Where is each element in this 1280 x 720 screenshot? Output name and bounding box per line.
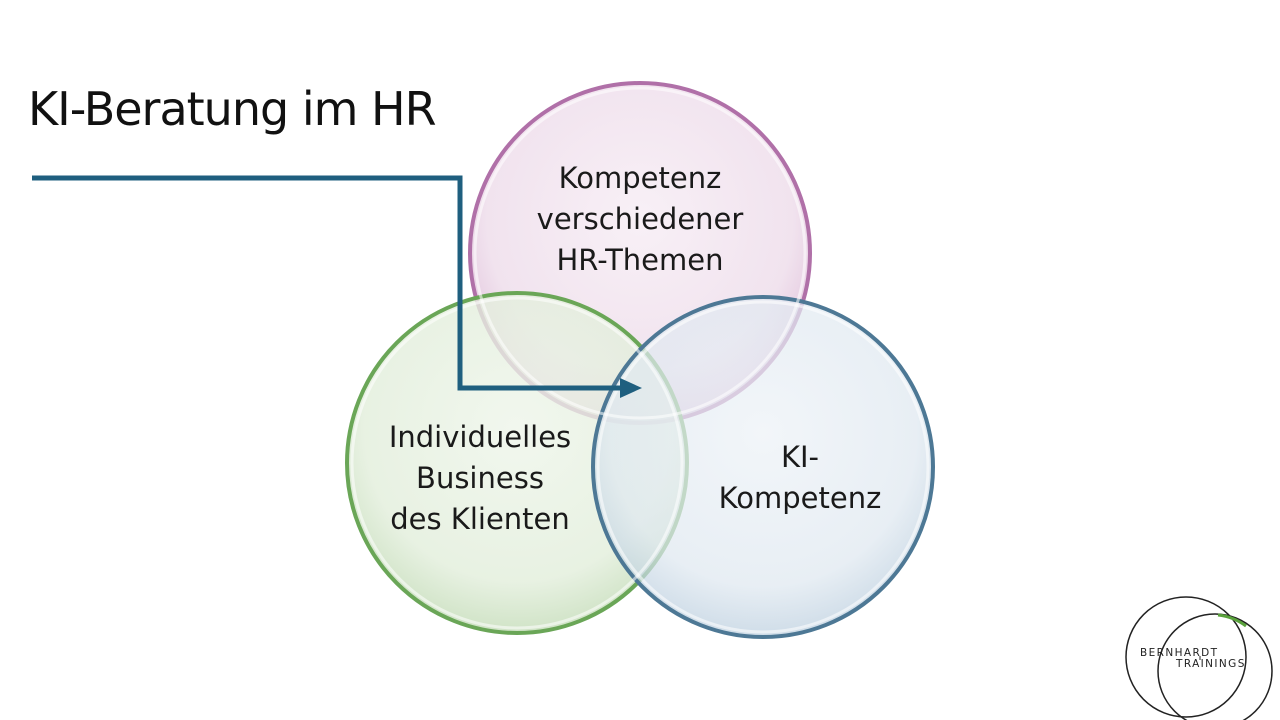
logo-text-bernhardt: BERNHARDT: [1140, 647, 1218, 659]
label-line: des Klienten: [390, 502, 570, 536]
circle-ki-highlight: [596, 300, 930, 634]
label-line: Kompetenz: [558, 161, 722, 195]
circle-ki-competence: [591, 295, 935, 639]
circle-hr-highlight: [473, 86, 807, 420]
logo-text-trainings: TRAININGS: [1175, 658, 1246, 670]
label-line: Individuelles: [388, 420, 572, 454]
bernhardt-trainings-logo: BERNHARDT TRAININGS: [1125, 596, 1273, 720]
slide-title: KI-Beratung im HR: [28, 82, 437, 136]
label-line: Kompetenz: [718, 481, 882, 515]
label-hr-competence: Kompetenz verschiedener HR-Themen: [490, 158, 790, 281]
label-individual-business: Individuelles Business des Klienten: [340, 417, 620, 540]
label-ki-competence: KI- Kompetenz: [680, 437, 920, 519]
logo-circle-left: [1125, 596, 1247, 718]
arrow-connector-line: [32, 175, 622, 391]
arrow-head: [620, 378, 642, 398]
label-line: KI-: [780, 440, 820, 474]
logo-accent-arc: [1217, 613, 1247, 628]
circle-business-highlight: [350, 296, 684, 630]
label-line: HR-Themen: [556, 243, 724, 277]
logo-circle-right: [1157, 613, 1273, 720]
label-line: Business: [416, 461, 544, 495]
label-line: verschiedener: [536, 202, 744, 236]
